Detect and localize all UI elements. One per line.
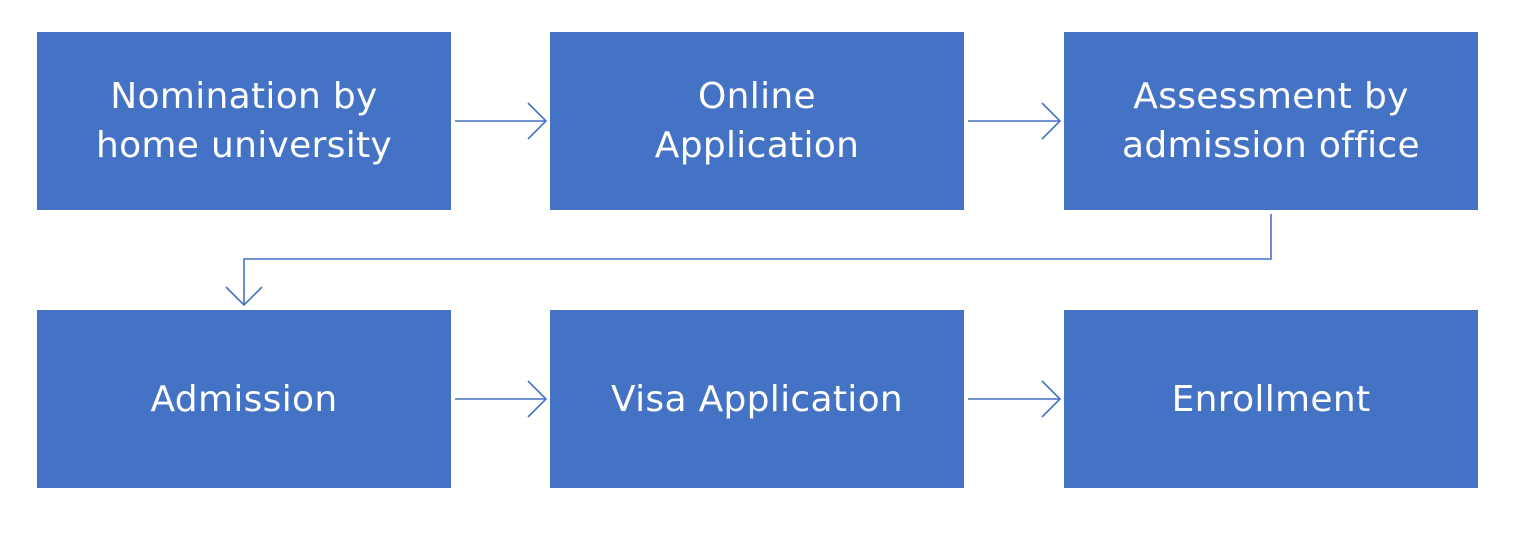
arrow-step3-to-step4 (225, 214, 1272, 307)
step-nomination-label: Nomination by home university (95, 76, 393, 166)
step-enrollment-box: Enrollment (1064, 310, 1478, 488)
step-online-application-box: Online Application (550, 32, 964, 210)
step-enrollment-label: Enrollment (1171, 378, 1371, 420)
step-visa-application-box: Visa Application (550, 310, 964, 488)
step-assessment-box: Assessment by admission office (1064, 32, 1478, 210)
step-admission-label: Admission (150, 378, 338, 420)
arrow-step1-to-step2 (455, 102, 548, 140)
arrow-step4-to-step5 (455, 380, 548, 418)
step-visa-application-label: Visa Application (610, 378, 904, 420)
step-admission-box: Admission (37, 310, 451, 488)
arrow-step5-to-step6 (968, 380, 1062, 418)
step-nomination-box: Nomination by home university (37, 32, 451, 210)
arrow-step2-to-step3 (968, 102, 1062, 140)
step-assessment-label: Assessment by admission office (1122, 76, 1420, 166)
step-online-application-label: Online Application (654, 76, 860, 166)
